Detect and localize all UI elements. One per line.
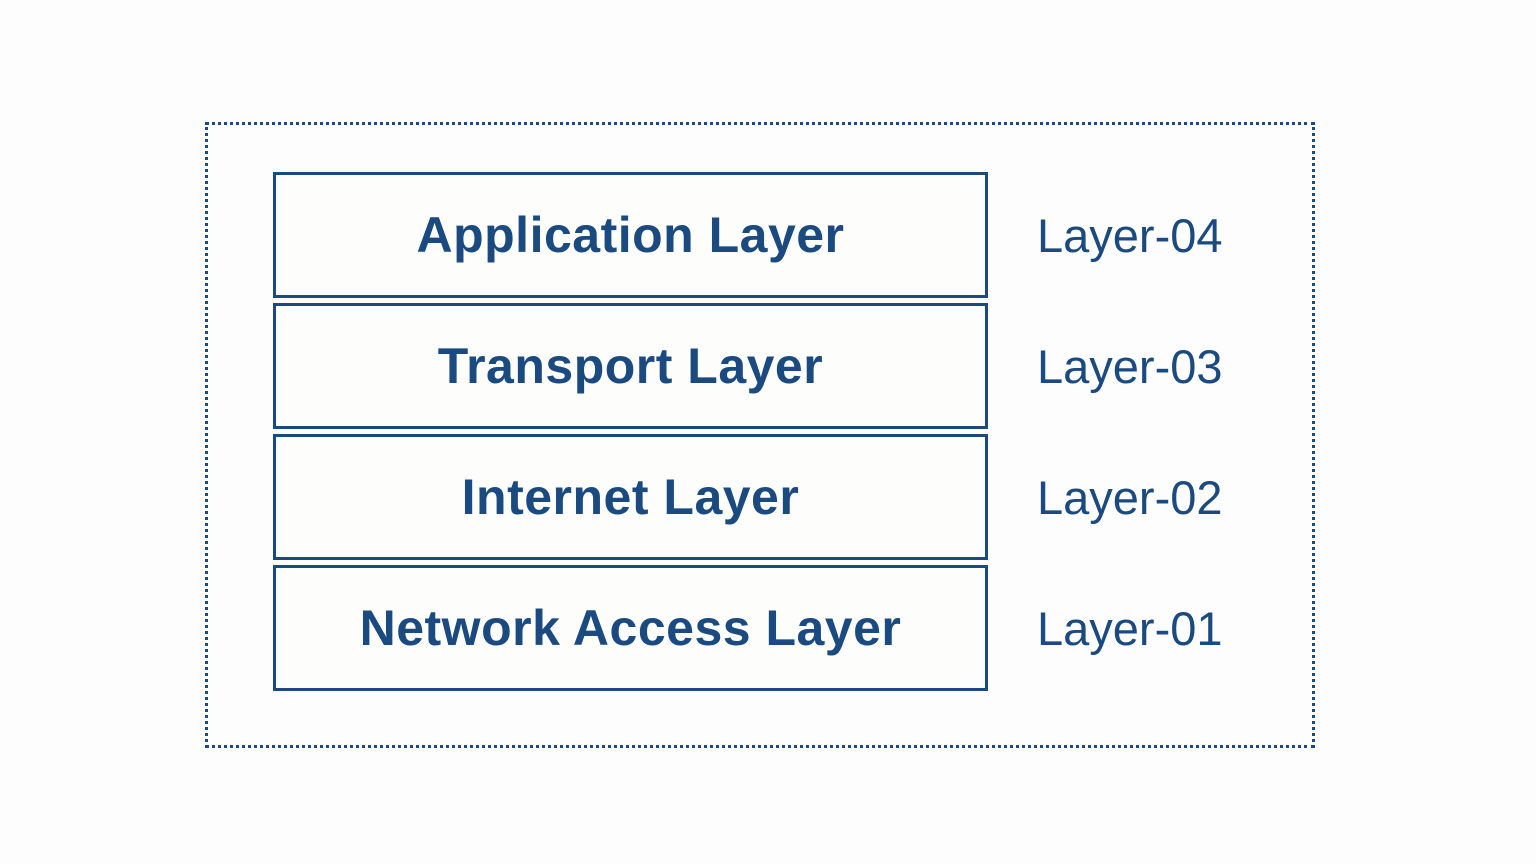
layer-stack: Application Layer Layer-04 Transport Lay… xyxy=(273,172,1223,691)
layer-row-transport: Transport Layer Layer-03 xyxy=(273,303,1223,429)
layer-01-tag: Layer-01 xyxy=(1037,601,1223,655)
layer-04-tag: Layer-04 xyxy=(1037,208,1223,262)
layer-02-tag: Layer-02 xyxy=(1037,470,1223,524)
layer-row-internet: Internet Layer Layer-02 xyxy=(273,434,1223,560)
application-layer-box: Application Layer xyxy=(273,172,988,298)
internet-layer-box: Internet Layer xyxy=(273,434,988,560)
internet-layer-label: Internet Layer xyxy=(461,469,800,525)
dotted-outer-frame: Application Layer Layer-04 Transport Lay… xyxy=(205,122,1315,748)
network-access-layer-label: Network Access Layer xyxy=(359,600,902,656)
layer-03-tag: Layer-03 xyxy=(1037,339,1223,393)
layer-row-application: Application Layer Layer-04 xyxy=(273,172,1223,298)
network-access-layer-box: Network Access Layer xyxy=(273,565,988,691)
layer-row-network-access: Network Access Layer Layer-01 xyxy=(273,565,1223,691)
transport-layer-box: Transport Layer xyxy=(273,303,988,429)
transport-layer-label: Transport Layer xyxy=(437,338,824,394)
application-layer-label: Application Layer xyxy=(416,207,845,263)
